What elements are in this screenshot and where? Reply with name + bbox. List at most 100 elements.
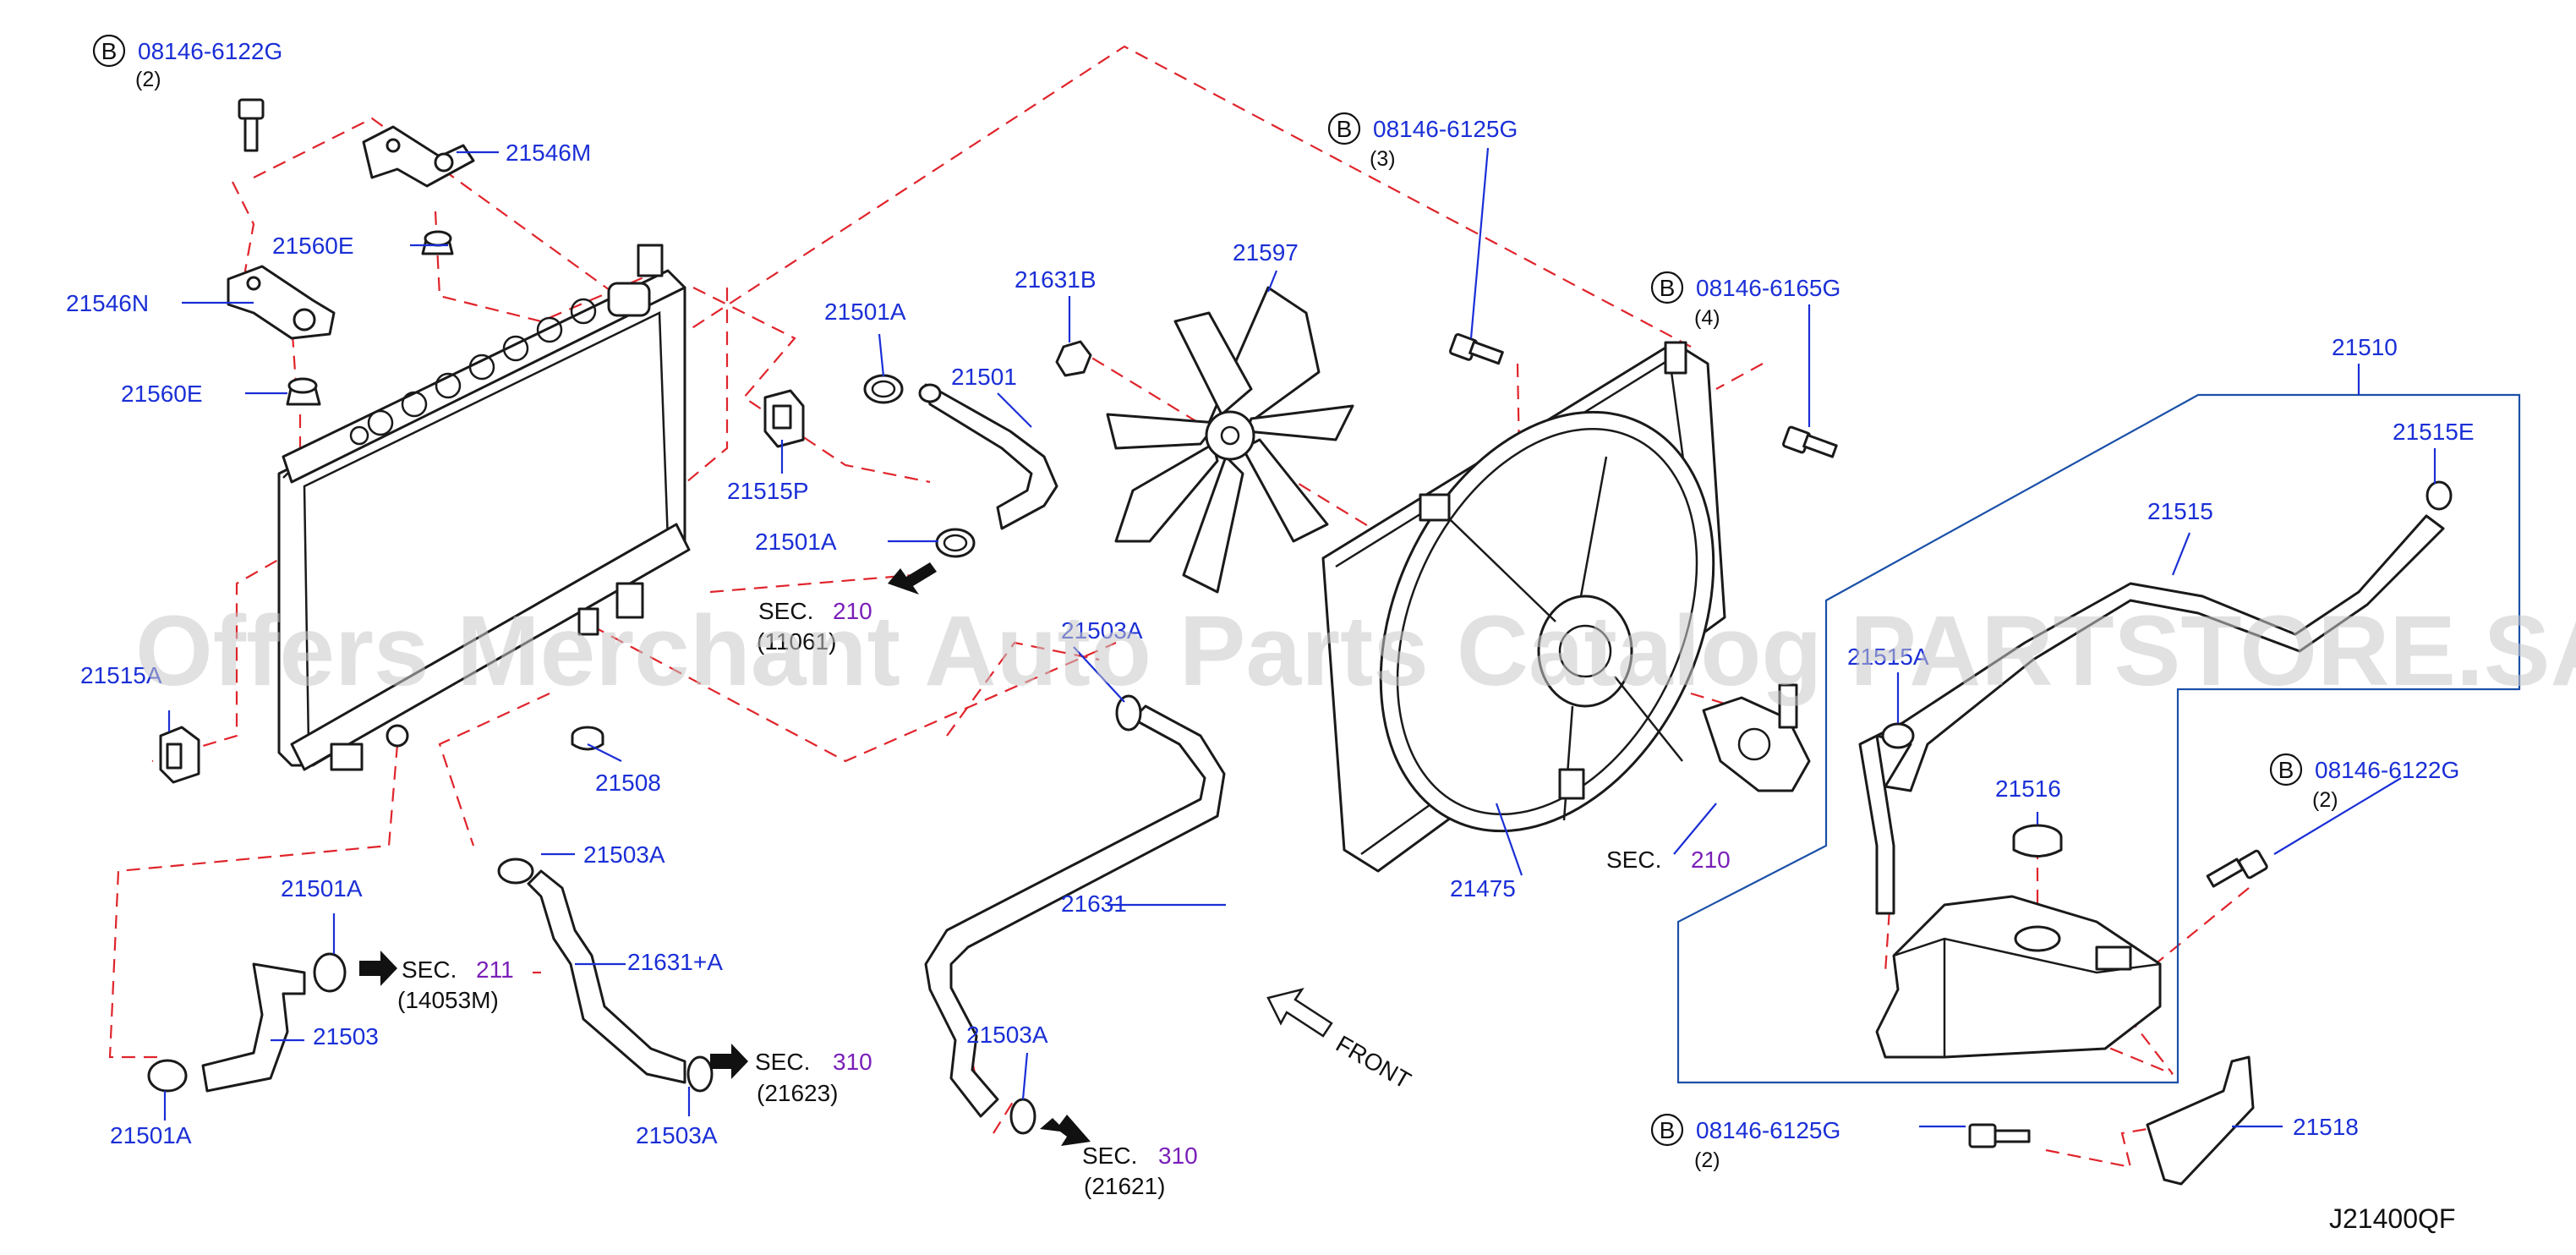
- hose-clip-left: [159, 726, 200, 784]
- part-label-21475: 21475: [1450, 875, 1516, 902]
- bolt-qty-3: (4): [1694, 306, 1720, 330]
- bolt-qty-1: (2): [135, 68, 161, 91]
- fan-motor-connector: [1702, 683, 1811, 792]
- arrow-sec310b-icon: [1040, 1115, 1091, 1146]
- section-ref-210-upper-num: 210: [833, 598, 872, 624]
- section-arrows: [359, 562, 1091, 1146]
- upper-radiator-hose: [918, 383, 1058, 530]
- bolt-prefix-2: B: [1337, 116, 1353, 142]
- section-ref-310-b-num: 310: [1158, 1143, 1198, 1169]
- hose-clamp-21501a-low-a: [313, 952, 347, 993]
- part-label-21516: 21516: [1995, 775, 2061, 802]
- hose-clamp-upper-a: [863, 374, 904, 404]
- part-label-21501a-upper: 21501A: [824, 299, 906, 325]
- lower-mount-bracket: [227, 265, 336, 340]
- bolt-shroud-right: [1782, 425, 1838, 458]
- section-ref-310-b: SEC. 310 (21621): [1082, 1143, 1198, 1199]
- hose-clamp-21503a-bottom: [1009, 1098, 1036, 1135]
- part-label-21501a-lower-b: 21501A: [110, 1122, 192, 1148]
- bypass-hose: [527, 869, 686, 1084]
- reservoir-hose: [1858, 514, 2445, 915]
- part-label-21515: 21515: [2147, 498, 2213, 524]
- part-label-21515p: 21515P: [727, 478, 809, 504]
- bolt-part-4: 08146-6122G: [2315, 757, 2459, 783]
- part-label-21503a-bottom: 21503A: [636, 1122, 718, 1148]
- bolt-prefix-5: B: [1660, 1117, 1676, 1143]
- part-label-21501a-mid: 21501A: [755, 529, 837, 555]
- part-label-21503a-lower: 21503A: [966, 1022, 1048, 1048]
- section-ref-210-upper-sec: SEC.: [758, 598, 813, 624]
- bolt-shroud-upper: [1448, 332, 1504, 365]
- bolt-callout-2: B 08146-6125G (3): [1327, 112, 1518, 171]
- arrow-sec310a-icon: [710, 1044, 748, 1079]
- bolt-callout-5: B 08146-6125G (2): [1650, 1113, 1840, 1172]
- part-label-21515e: 21515E: [2393, 419, 2475, 445]
- part-label-21515a-right: 21515A: [1847, 644, 1929, 670]
- section-ref-310-a-sec: SEC.: [755, 1049, 810, 1075]
- part-label-21631b: 21631B: [1015, 266, 1097, 293]
- part-label-21501a-lower-a: 21501A: [281, 875, 363, 902]
- part-label-21631a: 21631+A: [627, 949, 723, 975]
- rubber-mount-lower: [286, 377, 321, 406]
- reservoir-cap: [2012, 824, 2063, 858]
- lower-radiator-hose: [201, 962, 306, 1093]
- bolt-callout-4: B 08146-6122G (2): [2269, 753, 2459, 812]
- bolt-callout-3: B 08146-6165G (4): [1650, 271, 1840, 330]
- part-label-21508: 21508: [595, 770, 661, 796]
- coolant-reservoir-tank: [1875, 895, 2162, 1059]
- diagram-code: J21400QF: [2329, 1203, 2455, 1234]
- radiator: [277, 244, 691, 771]
- part-leader-lines: [163, 147, 2437, 1128]
- bolt-prefix-4: B: [2278, 757, 2294, 783]
- hose-clamp-21515a-right: [1881, 722, 1915, 749]
- section-ref-310-a-sub: (21623): [757, 1080, 839, 1106]
- section-ref-210-upper-sub: (11061): [757, 628, 836, 655]
- arrow-sec210-icon: [888, 562, 937, 595]
- bolt-top-left: [238, 98, 265, 152]
- bolt-callout-1: B 08146-6122G (2): [92, 34, 282, 91]
- part-label-21503a-bypass: 21503A: [583, 841, 665, 868]
- cooling-fan: [1106, 286, 1354, 594]
- arrow-sec211-icon: [359, 951, 397, 986]
- hose-clamp-upper-b: [935, 528, 976, 558]
- hose-clamp-21503a-top: [1115, 694, 1142, 732]
- bolt-qty-4: (2): [2312, 788, 2338, 812]
- section-ref-211-sub: (14053M): [397, 987, 499, 1013]
- bolt-part-5: 08146-6125G: [1696, 1117, 1840, 1143]
- part-label-21510: 21510: [2332, 334, 2398, 360]
- bolt-prefix-1: B: [101, 38, 118, 64]
- part-label-21503a-upper: 21503A: [1061, 617, 1143, 644]
- front-arrow-icon: [1266, 988, 1333, 1038]
- section-ref-210-upper: SEC. 210 (11061): [757, 598, 872, 655]
- hose-clamp-21501a-low-b: [147, 1059, 188, 1093]
- part-label-21501: 21501: [951, 364, 1017, 390]
- part-label-21546n: 21546N: [66, 290, 149, 316]
- fan-nut: [1055, 340, 1092, 377]
- part-label-21515a-left: 21515A: [80, 662, 162, 688]
- section-ref-211-sec: SEC.: [402, 956, 457, 983]
- upper-mount-bracket: [362, 125, 475, 188]
- bolt-qty-5: (2): [1694, 1148, 1720, 1172]
- section-ref-310-b-sub: (21621): [1084, 1173, 1166, 1199]
- section-ref-211-num: 211: [476, 956, 514, 983]
- section-ref-310-a-num: 310: [833, 1049, 872, 1075]
- hose-clamp-21503a-low: [686, 1055, 714, 1093]
- bolt-part-3: 08146-6165G: [1696, 275, 1840, 301]
- section-ref-310-a: SEC. 310 (21623): [755, 1049, 872, 1106]
- part-label-21560e-lower: 21560E: [121, 381, 203, 407]
- long-lower-hose: [924, 704, 1226, 1118]
- front-label: FRONT: [1332, 1030, 1415, 1093]
- bolt-qty-2: (3): [1370, 147, 1396, 171]
- part-label-21560e-upper: 21560E: [272, 233, 354, 259]
- hose-clamp-21503a-mid: [497, 858, 534, 885]
- part-label-21503: 21503: [313, 1023, 379, 1049]
- front-direction-arrow: [1266, 988, 1333, 1038]
- hose-clip-bracket: [763, 389, 805, 448]
- part-label-21546m: 21546M: [506, 140, 591, 166]
- section-ref-210-lower-sec: SEC.: [1606, 847, 1661, 873]
- section-ref-211: SEC. 211 (14053M): [397, 956, 514, 1013]
- section-ref-210-lower-num: 210: [1691, 847, 1731, 873]
- reservoir-assembly-bracket: [1676, 393, 2521, 1084]
- watermark-text: Offers Merchant Auto Parts Catalog PARTS…: [135, 595, 2576, 707]
- hose-clamp-21515e: [2426, 480, 2453, 511]
